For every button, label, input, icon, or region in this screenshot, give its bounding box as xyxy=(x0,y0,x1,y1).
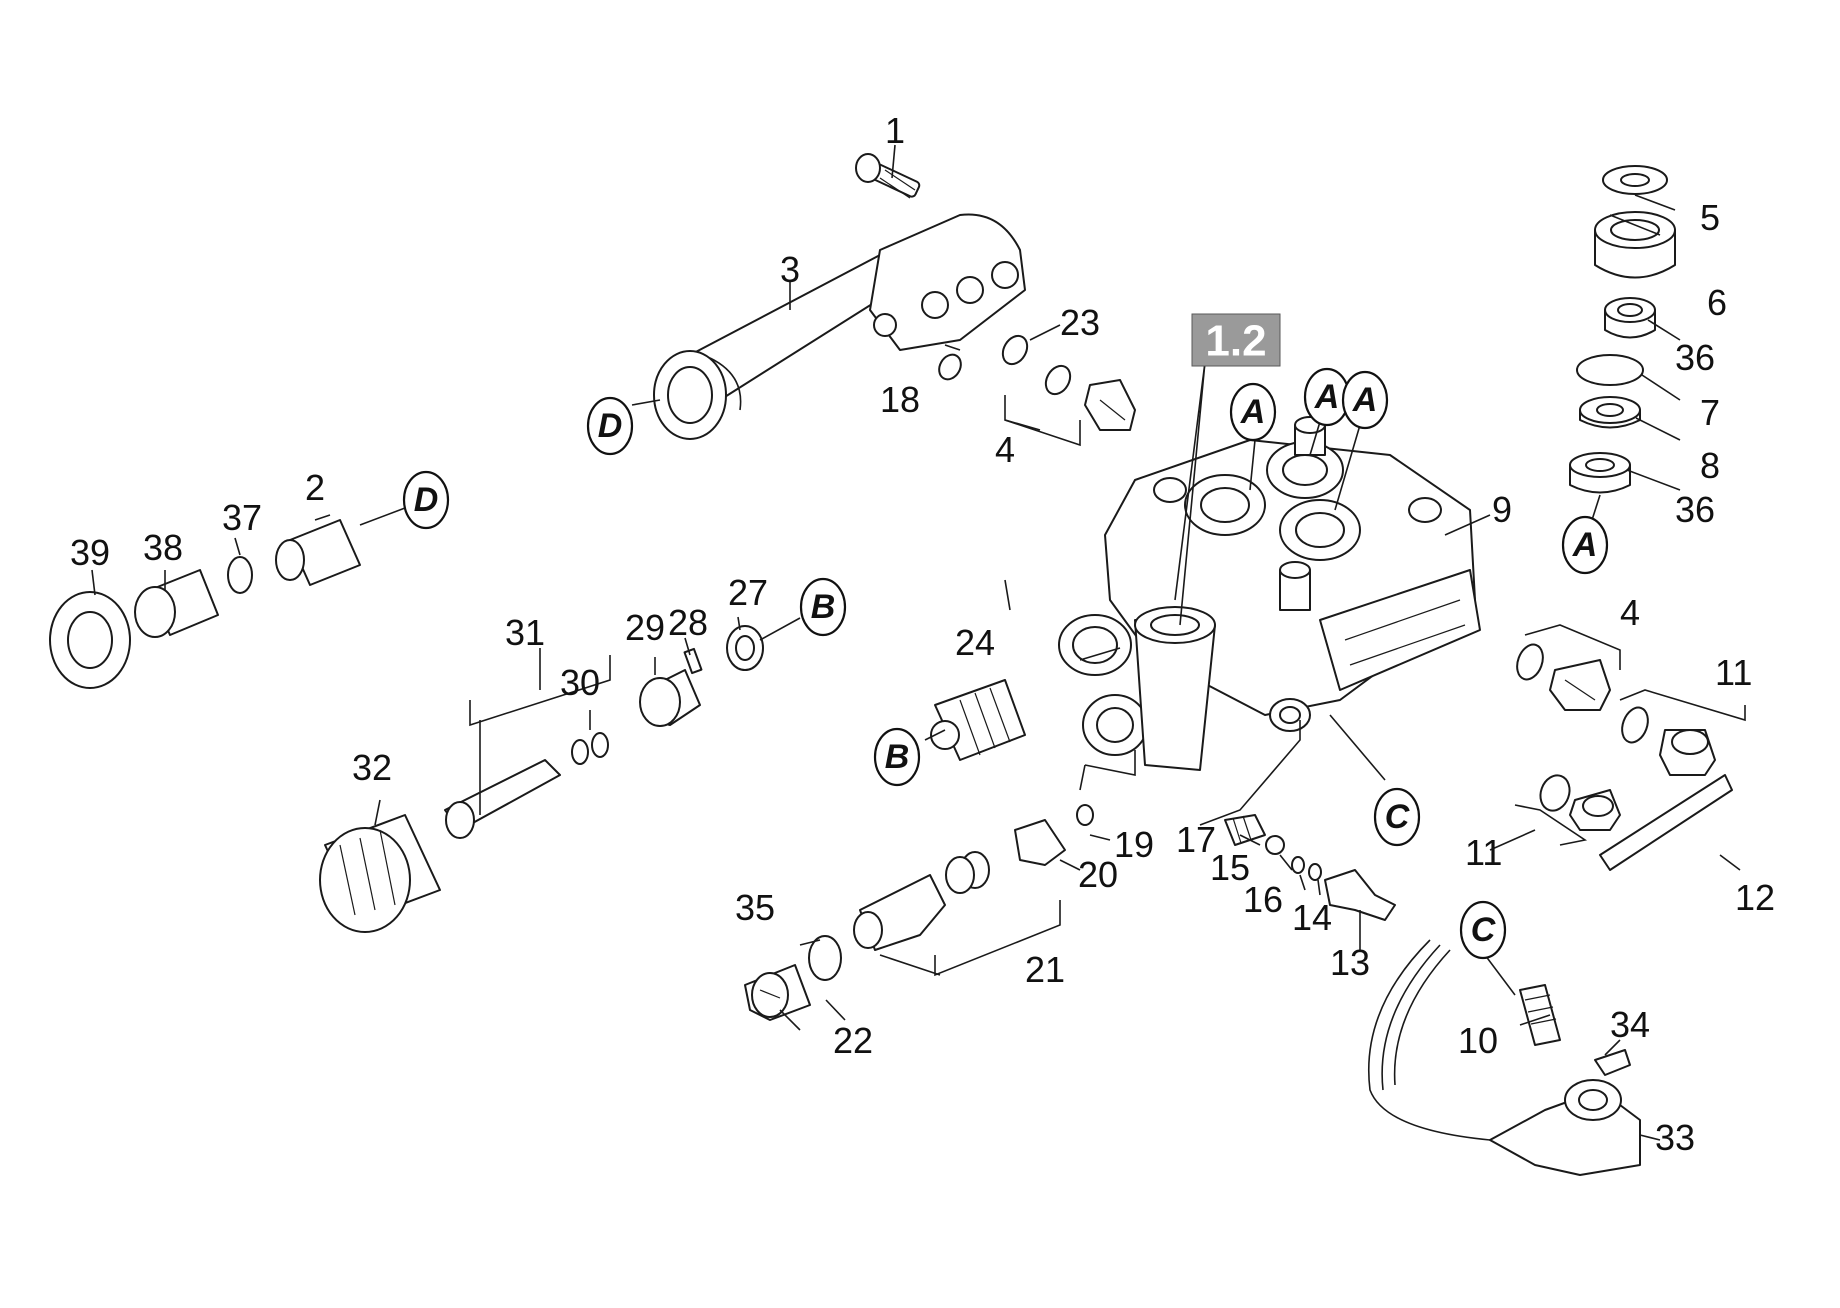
part-seal-stack xyxy=(1569,165,1676,494)
callout-11-lower: 11 xyxy=(1465,832,1502,873)
callout-10: 10 xyxy=(1458,1020,1498,1061)
callout-24: 24 xyxy=(955,622,995,663)
svg-text:B: B xyxy=(811,588,836,626)
callout-7: 7 xyxy=(1700,392,1720,433)
ref-B-1: B xyxy=(799,577,847,637)
callout-27: 27 xyxy=(728,572,768,613)
callout-39: 39 xyxy=(70,532,110,573)
svg-text:A: A xyxy=(1240,393,1266,431)
part-plug-11-upper xyxy=(1621,706,1716,776)
part-pressure-adjust-group xyxy=(319,625,764,933)
part-plate-12 xyxy=(1599,774,1733,871)
section-badge: 1.2 xyxy=(1191,313,1281,367)
callout-36-lower: 36 xyxy=(1675,489,1715,530)
part-orings-23 xyxy=(1001,334,1072,396)
part-pump-head xyxy=(1058,416,1481,771)
ref-A-3: A xyxy=(1341,370,1389,430)
callout-33: 33 xyxy=(1655,1117,1695,1158)
callout-16: 16 xyxy=(1243,879,1283,920)
ref-D-2: D xyxy=(402,470,450,530)
callout-32: 32 xyxy=(352,747,392,788)
callout-38: 38 xyxy=(143,527,183,568)
svg-text:D: D xyxy=(598,407,623,445)
callout-28: 28 xyxy=(668,602,708,643)
callout-34: 34 xyxy=(1610,1004,1650,1045)
callout-15: 15 xyxy=(1210,847,1250,888)
callout-20: 20 xyxy=(1078,854,1118,895)
callout-12: 12 xyxy=(1735,877,1775,918)
part-inlet-group xyxy=(49,519,361,689)
part-check-valve-group xyxy=(1224,814,1396,921)
callout-29: 29 xyxy=(625,607,665,648)
part-plug-11-lower xyxy=(1539,774,1621,831)
svg-text:D: D xyxy=(414,481,439,519)
ref-A-2: A xyxy=(1303,367,1351,427)
svg-text:C: C xyxy=(1471,911,1496,949)
part-housing-tube xyxy=(653,213,1026,440)
callout-19: 19 xyxy=(1114,824,1154,865)
callout-2: 2 xyxy=(305,467,325,508)
callout-11-upper: 11 xyxy=(1715,652,1752,693)
callout-23: 23 xyxy=(1060,302,1100,343)
callout-21: 21 xyxy=(1025,949,1065,990)
part-bolt xyxy=(855,153,921,199)
svg-text:C: C xyxy=(1385,798,1410,836)
callout-9: 9 xyxy=(1492,489,1512,530)
part-valve-4-upper xyxy=(1084,379,1136,431)
callout-13: 13 xyxy=(1330,942,1370,983)
part-pressure-switch-group xyxy=(1367,939,1641,1176)
part-oring-18 xyxy=(938,353,962,381)
callout-4-upper: 4 xyxy=(995,429,1015,470)
callout-4-right: 4 xyxy=(1620,592,1640,633)
callout-37: 37 xyxy=(222,497,262,538)
callout-31: 31 xyxy=(505,612,545,653)
part-valve-24 xyxy=(930,679,1026,761)
ref-C-2: C xyxy=(1459,900,1507,960)
ref-A-4: A xyxy=(1561,515,1609,575)
ref-D-1: D xyxy=(586,396,634,456)
callout-17: 17 xyxy=(1176,819,1216,860)
callout-1: 1 xyxy=(885,110,905,151)
svg-text:1.2: 1.2 xyxy=(1205,317,1266,366)
callout-5: 5 xyxy=(1700,197,1720,238)
callout-18: 18 xyxy=(880,379,920,420)
callout-36-upper: 36 xyxy=(1675,337,1715,378)
ref-A-1: A xyxy=(1229,382,1277,442)
callout-3: 3 xyxy=(780,249,800,290)
svg-text:A: A xyxy=(1572,526,1598,564)
callout-labels: 1 2 3 4 4 5 6 7 8 9 10 11 11 12 13 14 15… xyxy=(70,110,1775,1158)
callout-22: 22 xyxy=(833,1020,873,1061)
leader-lines xyxy=(91,144,1746,1141)
ref-B-2: B xyxy=(873,727,921,787)
svg-text:A: A xyxy=(1352,381,1378,419)
callout-6: 6 xyxy=(1707,282,1727,323)
svg-text:B: B xyxy=(885,738,910,776)
part-valve-4-right xyxy=(1516,643,1611,711)
callout-8: 8 xyxy=(1700,445,1720,486)
callout-14: 14 xyxy=(1292,897,1332,938)
svg-text:A: A xyxy=(1314,378,1340,416)
part-unloader-group xyxy=(744,804,1094,1021)
callout-30: 30 xyxy=(560,662,600,703)
callout-35: 35 xyxy=(735,887,775,928)
ref-C-1: C xyxy=(1373,787,1421,847)
